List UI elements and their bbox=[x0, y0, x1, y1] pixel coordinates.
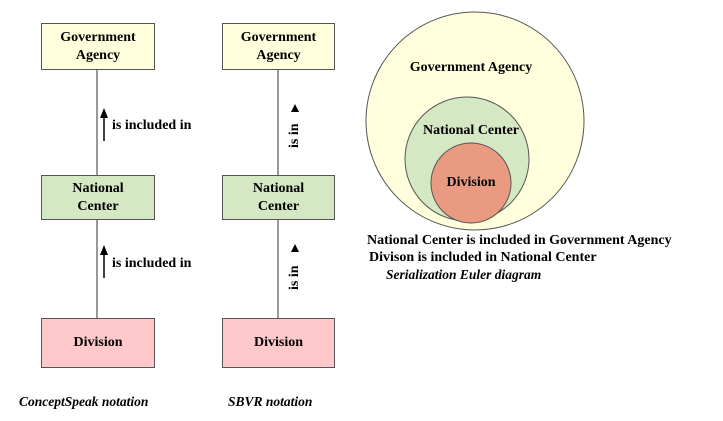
sbvr-national-center-box: National Center bbox=[222, 175, 335, 220]
euler-middle-label: National Center bbox=[422, 123, 520, 138]
cs-relation-upper: is included in bbox=[112, 118, 192, 133]
sbvr-government-agency-label: Government Agency bbox=[240, 29, 317, 63]
euler-sentence-2: Divison is included in National Center bbox=[369, 250, 597, 265]
sbvr-relation-lower: is in bbox=[287, 265, 302, 290]
sbvr-caption: SBVR notation bbox=[228, 394, 313, 409]
euler-outer-label: Government Agency bbox=[409, 60, 533, 75]
sbvr-division-box: Division bbox=[222, 318, 335, 368]
sbvr-relation-upper: is in bbox=[287, 123, 302, 148]
cs-national-center-label: National Center bbox=[72, 180, 124, 214]
cs-division-label: Division bbox=[73, 335, 123, 350]
cs-arrow-lower-icon bbox=[100, 245, 108, 278]
cs-relation-lower: is included in bbox=[112, 256, 192, 271]
sbvr-division-label: Division bbox=[253, 335, 303, 350]
cs-national-center-box: National Center bbox=[41, 175, 155, 220]
euler-inner-label: Division bbox=[446, 175, 496, 190]
cs-government-agency-label: Government Agency bbox=[60, 29, 136, 63]
euler-inner-circle bbox=[430, 142, 512, 224]
sbvr-triangle-lower-icon bbox=[291, 244, 299, 252]
sbvr-triangle-upper-icon bbox=[291, 104, 299, 112]
sbvr-national-center-label: National Center bbox=[252, 180, 305, 214]
euler-caption: Serialization Euler diagram bbox=[386, 267, 542, 282]
cs-arrow-upper-icon bbox=[100, 108, 108, 141]
cs-government-agency-box: Government Agency bbox=[41, 23, 155, 70]
euler-sentence-1: National Center is included in Governmen… bbox=[367, 233, 672, 248]
cs-caption: ConceptSpeak notation bbox=[19, 394, 149, 409]
sbvr-government-agency-box: Government Agency bbox=[222, 23, 335, 70]
cs-division-box: Division bbox=[41, 318, 155, 368]
